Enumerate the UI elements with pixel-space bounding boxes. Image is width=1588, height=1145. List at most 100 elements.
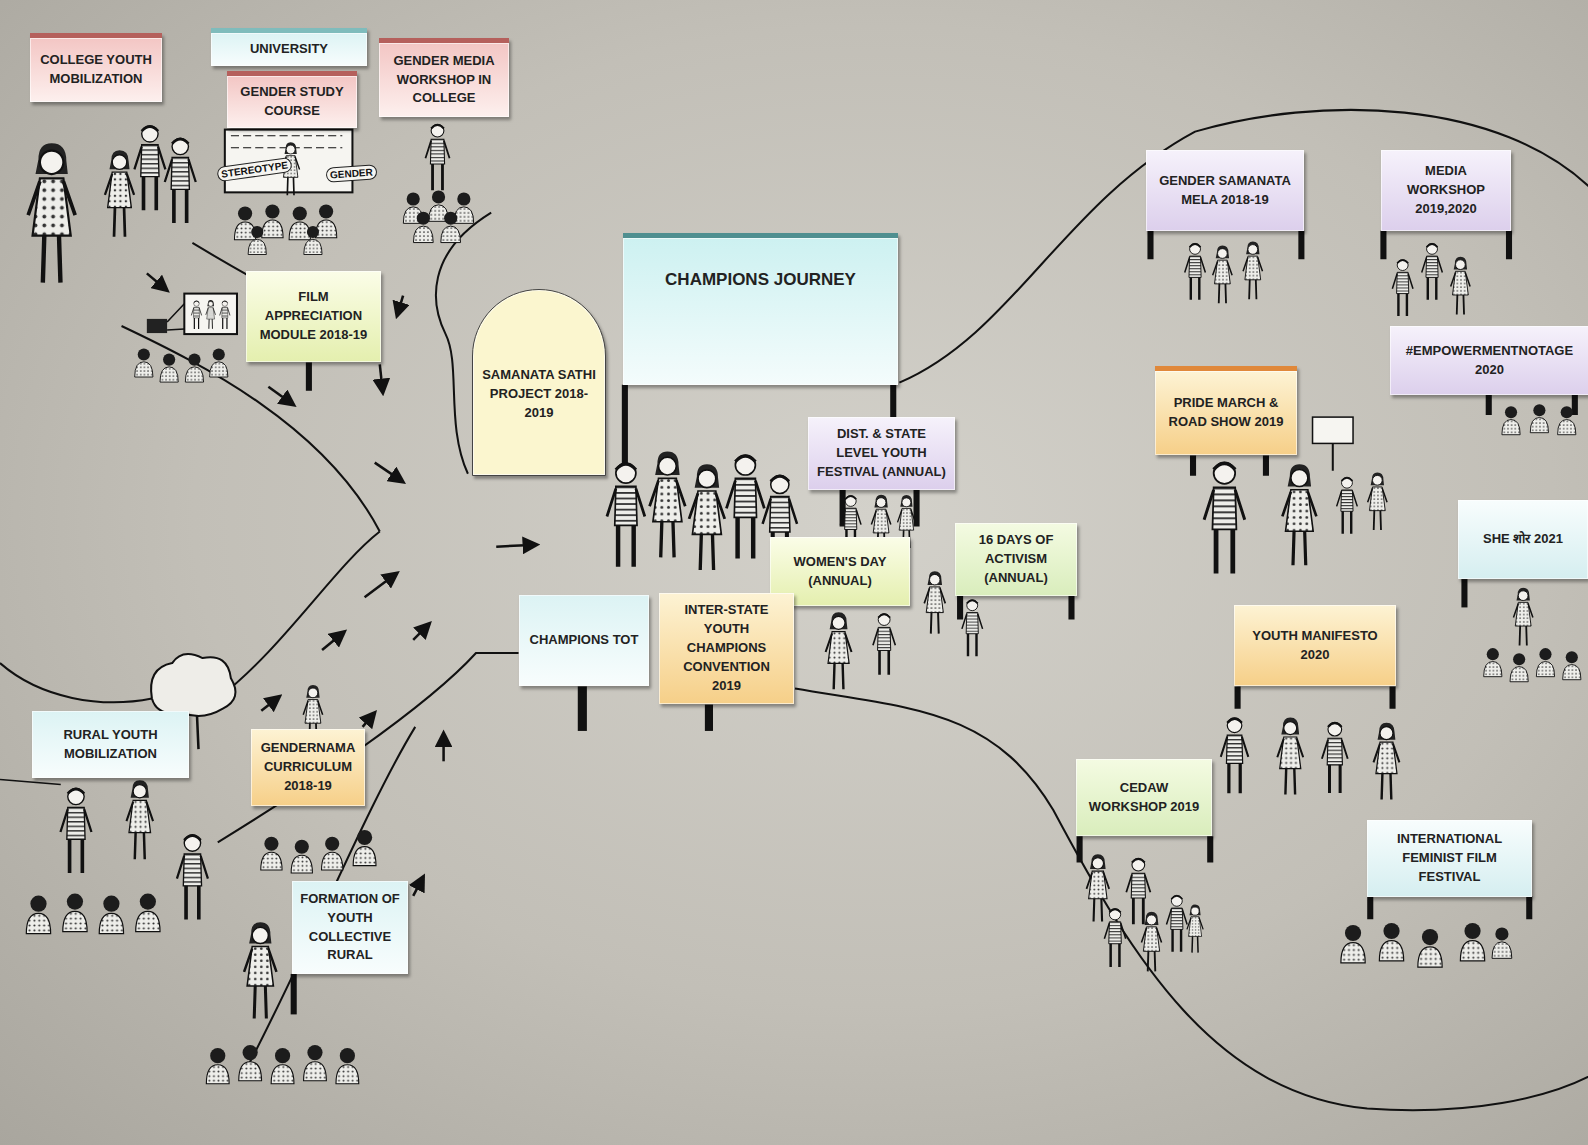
- person: [1104, 909, 1125, 967]
- title-banner: CHAMPIONS JOURNEY: [623, 233, 898, 385]
- sign-text: GENDERNAMA CURRICULUM 2018-19: [259, 739, 357, 796]
- person: [239, 1045, 262, 1081]
- person: [1086, 854, 1109, 921]
- person: [1492, 927, 1512, 958]
- sign-text: WOMEN'S DAY (ANNUAL): [778, 553, 902, 591]
- sign-text: DIST. & STATE LEVEL YOUTH FESTIVAL (ANNU…: [816, 425, 947, 482]
- person: [1166, 895, 1187, 951]
- sign-text: RURAL YOUTH MOBILIZATION: [40, 726, 181, 764]
- placard: [1313, 417, 1354, 443]
- person: [689, 464, 725, 570]
- person: [1341, 925, 1365, 963]
- arrow: [365, 573, 397, 597]
- activity-sign: GENDER STUDY COURSE: [227, 71, 357, 128]
- activity-sign: FILM APPRECIATION MODULE 2018-19: [246, 271, 381, 362]
- activity-sign: CHAMPIONS TOT: [519, 595, 649, 686]
- person: [353, 830, 376, 866]
- person: [135, 348, 153, 377]
- person: [1337, 477, 1358, 533]
- person: [177, 835, 208, 920]
- sign-text: SHE शोर 2021: [1483, 530, 1563, 549]
- activity-sign: PRIDE MARCH & ROAD SHOW 2019: [1155, 366, 1297, 455]
- person: [60, 788, 91, 873]
- person: [134, 126, 165, 211]
- person: [262, 204, 283, 237]
- person: [962, 600, 983, 656]
- person: [1563, 651, 1581, 680]
- person: [826, 612, 852, 689]
- sign-text: MEDIA WORKSHOP 2019,2020: [1389, 162, 1503, 219]
- person: [322, 837, 343, 870]
- person: [185, 354, 203, 383]
- activity-sign: YOUTH MANIFESTO 2020: [1234, 605, 1396, 686]
- person: [425, 124, 449, 190]
- person: [1422, 243, 1443, 299]
- person: [1392, 260, 1413, 316]
- person: [650, 452, 686, 558]
- person: [1282, 464, 1316, 565]
- person: [1322, 722, 1348, 793]
- person: [1451, 257, 1470, 315]
- person: [726, 455, 764, 559]
- person: [1204, 462, 1245, 573]
- rope: [0, 780, 61, 785]
- person: [1510, 653, 1528, 682]
- person: [1484, 648, 1502, 677]
- activity-sign: COLLEGE YOUTH MOBILIZATION: [30, 33, 162, 102]
- arrow: [268, 387, 293, 405]
- person: [1460, 923, 1484, 961]
- person: [873, 614, 895, 675]
- person: [1502, 406, 1520, 435]
- person: [206, 1048, 229, 1084]
- person: [136, 894, 160, 932]
- person: [1530, 404, 1548, 433]
- post: [1461, 579, 1467, 607]
- activity-sign: #EMPOWERMENTNOTAGE 2020: [1390, 326, 1588, 395]
- activity-sign: 16 DAYS OF ACTIVISM (ANNUAL): [955, 523, 1077, 596]
- person: [1277, 718, 1303, 795]
- screen: [184, 294, 237, 334]
- person: [1213, 246, 1232, 304]
- person: [248, 226, 266, 255]
- person: [1187, 905, 1203, 953]
- screen-figure: [206, 300, 216, 329]
- tree-crown: [151, 654, 235, 716]
- person: [26, 896, 50, 934]
- person: [28, 143, 75, 282]
- placard-stick: [1332, 443, 1334, 470]
- sign-text: GENDER STUDY COURSE: [235, 83, 349, 121]
- road-line: [218, 531, 380, 698]
- sign-text: CEDAW WORKSHOP 2019: [1084, 779, 1204, 817]
- person: [924, 571, 945, 634]
- person: [336, 1048, 359, 1084]
- person: [261, 837, 282, 870]
- post: [705, 705, 713, 731]
- person: [1221, 718, 1249, 793]
- post: [1370, 896, 1529, 919]
- person: [1185, 243, 1206, 299]
- road-lines: [0, 110, 1588, 1110]
- sign-text: GENDER MEDIA WORKSHOP IN COLLEGE: [387, 52, 501, 109]
- person: [99, 896, 123, 934]
- projector-beam: [167, 304, 184, 330]
- person: [165, 138, 196, 223]
- person: [160, 354, 178, 383]
- post: [291, 974, 297, 1014]
- person: [1379, 923, 1403, 961]
- person: [291, 840, 312, 873]
- sign-text: GENDER SAMANATA MELA 2018-19: [1154, 172, 1296, 210]
- person: [1243, 242, 1262, 300]
- sign-text: #EMPOWERMENTNOTAGE 2020: [1398, 342, 1581, 380]
- person: [105, 150, 134, 237]
- activity-sign: GENDER MEDIA WORKSHOP IN COLLEGE: [379, 38, 509, 117]
- person: [126, 780, 153, 859]
- sign-text: FORMATION OF YOUTH COLLECTIVE RURAL: [300, 890, 400, 965]
- activity-sign: GENDERNAMA CURRICULUM 2018-19: [251, 729, 365, 806]
- person: [607, 463, 645, 567]
- road-line: [243, 727, 415, 1075]
- person: [304, 1045, 327, 1081]
- arrow: [363, 713, 375, 727]
- road-line: [795, 688, 1588, 1110]
- person: [1368, 472, 1387, 530]
- activity-sign: FORMATION OF YOUTH COLLECTIVE RURAL: [292, 881, 408, 974]
